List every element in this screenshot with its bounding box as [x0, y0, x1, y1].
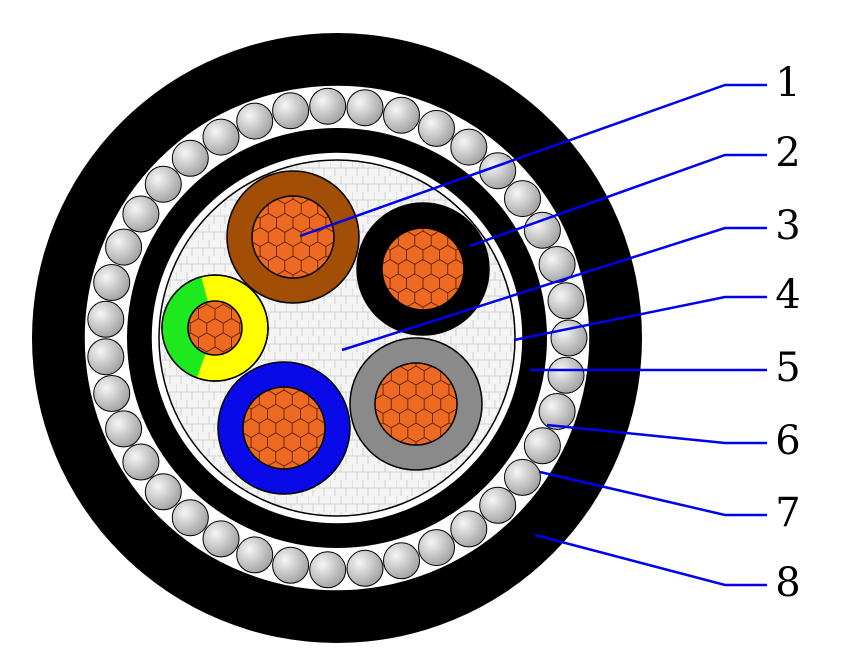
leader-line-8: [534, 533, 767, 587]
armor-wire: [383, 542, 420, 580]
copper-conductor: [252, 196, 334, 278]
armor-wire: [272, 92, 310, 130]
armor-wire-layer: [87, 87, 588, 589]
copper-conductor: [188, 301, 242, 355]
armor-wire: [272, 546, 310, 584]
armor-wire: [87, 338, 125, 376]
callouts: 1 2 3 4 5 6 7 8: [299, 60, 801, 606]
copper-conductor: [243, 387, 325, 469]
leader-line-6: [546, 423, 767, 445]
armor-wire: [122, 195, 160, 233]
core-blue: [217, 361, 351, 495]
armor-wire: [538, 393, 576, 430]
callout-label-8: 8: [775, 560, 800, 606]
armor-wire: [105, 410, 143, 448]
armor-wire: [550, 319, 588, 357]
callout-label-3: 3: [775, 203, 800, 249]
callout-label-4: 4: [775, 272, 800, 318]
copper-conductor: [375, 363, 457, 445]
core-black: [356, 202, 490, 336]
armor-wire: [479, 486, 517, 524]
armor-wire: [202, 118, 240, 156]
armor-wire: [171, 499, 209, 537]
armor-wire: [346, 549, 384, 587]
leader-line-7: [539, 470, 767, 517]
armor-wire: [309, 87, 347, 125]
armor-wire: [418, 529, 455, 567]
armor-wire: [523, 211, 561, 249]
armor-wire: [547, 282, 585, 320]
armor-wire: [93, 375, 131, 412]
armor-wire: [383, 96, 420, 134]
armor-wire: [171, 139, 209, 177]
armor-wire: [87, 300, 125, 338]
copper-conductor: [382, 228, 464, 310]
armor-wire: [309, 551, 347, 589]
armor-wire: [504, 458, 541, 496]
armor-wire: [504, 180, 541, 218]
armor-wire: [418, 109, 455, 147]
core-earth-yellow-green: [161, 274, 269, 382]
armor-wire: [202, 520, 240, 558]
armor-wire: [144, 165, 182, 203]
armor-wire: [122, 443, 160, 481]
callout-label-1: 1: [775, 60, 800, 106]
leader-line-3: [341, 226, 767, 352]
armor-wire: [450, 128, 488, 166]
leader-line-4: [513, 295, 767, 342]
armor-wire: [105, 228, 143, 266]
armor-wire: [523, 427, 561, 465]
armor-wire: [236, 102, 274, 140]
callout-label-6: 6: [775, 418, 800, 464]
callout-label-5: 5: [775, 345, 800, 391]
leader-line-1: [299, 83, 767, 238]
conductor-cores: [161, 170, 490, 495]
leader-line-2: [469, 153, 767, 248]
armor-wire: [144, 473, 182, 511]
armor-wire: [450, 510, 488, 548]
armor-wire: [346, 89, 384, 127]
armor-wire: [93, 264, 131, 301]
armor-wire: [547, 356, 585, 394]
callout-label-7: 7: [775, 490, 800, 536]
core-grey: [349, 337, 483, 471]
armor-wire: [236, 536, 274, 574]
core-brown: [226, 170, 360, 304]
callout-label-2: 2: [775, 130, 800, 176]
